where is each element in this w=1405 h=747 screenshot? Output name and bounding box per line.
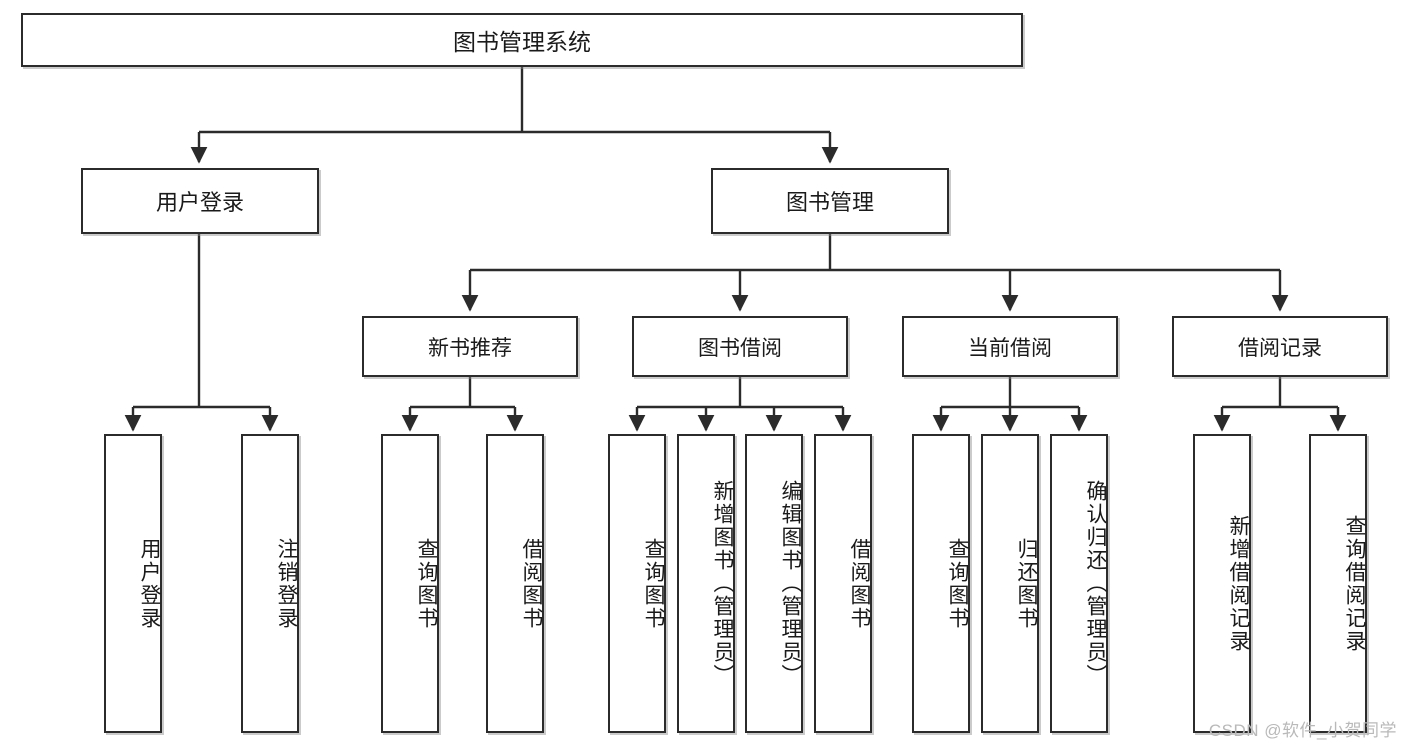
node-leaf-logout[interactable]: 注销登录 [241, 434, 299, 733]
node-new-book-recommend[interactable]: 新书推荐 [362, 316, 578, 377]
node-leaf-return-book-label: 归还图书 [1015, 537, 1038, 630]
node-leaf-query-book-recommend[interactable]: 查询图书 [381, 434, 439, 733]
node-book-borrow[interactable]: 图书借阅 [632, 316, 848, 377]
node-leaf-add-book[interactable]: 新增图书（管理员） [677, 434, 735, 733]
node-leaf-edit-book-label: 编辑图书（管理员） [779, 480, 802, 687]
node-leaf-borrow-book-recommend-label: 借阅图书 [520, 537, 543, 630]
node-root[interactable]: 图书管理系统 [21, 13, 1023, 67]
node-leaf-confirm-return-label: 确认归还（管理员） [1084, 480, 1107, 687]
node-leaf-confirm-return[interactable]: 确认归还（管理员） [1050, 434, 1108, 733]
node-new-book-recommend-label: 新书推荐 [428, 336, 512, 360]
node-leaf-query-book-recommend-label: 查询图书 [415, 537, 438, 630]
node-leaf-user-login[interactable]: 用户登录 [104, 434, 162, 733]
node-leaf-borrow-book-label: 借阅图书 [848, 537, 871, 630]
node-borrow-record-label: 借阅记录 [1238, 336, 1322, 360]
node-leaf-query-book-current-label: 查询图书 [946, 537, 969, 630]
node-leaf-edit-book[interactable]: 编辑图书（管理员） [745, 434, 803, 733]
node-leaf-query-borrow-record-label: 查询借阅记录 [1343, 514, 1366, 653]
node-leaf-user-login-label: 用户登录 [138, 537, 161, 630]
watermark: CSDN @软件_小贺同学 [1208, 721, 1397, 740]
node-book-management-label: 图书管理 [785, 190, 874, 215]
node-leaf-query-book-borrow[interactable]: 查询图书 [608, 434, 666, 733]
node-leaf-add-book-label: 新增图书（管理员） [711, 480, 734, 687]
node-borrow-record[interactable]: 借阅记录 [1172, 316, 1388, 377]
node-leaf-borrow-book[interactable]: 借阅图书 [814, 434, 872, 733]
node-leaf-query-borrow-record[interactable]: 查询借阅记录 [1309, 434, 1367, 733]
node-book-management[interactable]: 图书管理 [711, 168, 949, 234]
node-root-label: 图书管理系统 [453, 29, 591, 55]
node-leaf-return-book[interactable]: 归还图书 [981, 434, 1039, 733]
node-user-login[interactable]: 用户登录 [81, 168, 319, 234]
node-leaf-add-borrow-record[interactable]: 新增借阅记录 [1193, 434, 1251, 733]
node-user-login-label: 用户登录 [155, 190, 244, 215]
node-leaf-logout-label: 注销登录 [275, 537, 298, 630]
node-current-borrow-label: 当前借阅 [968, 336, 1052, 360]
node-leaf-query-book-borrow-label: 查询图书 [642, 537, 665, 630]
node-current-borrow[interactable]: 当前借阅 [902, 316, 1118, 377]
node-leaf-query-book-current[interactable]: 查询图书 [912, 434, 970, 733]
node-leaf-add-borrow-record-label: 新增借阅记录 [1227, 514, 1250, 653]
node-leaf-borrow-book-recommend[interactable]: 借阅图书 [486, 434, 544, 733]
node-book-borrow-label: 图书借阅 [698, 336, 782, 360]
